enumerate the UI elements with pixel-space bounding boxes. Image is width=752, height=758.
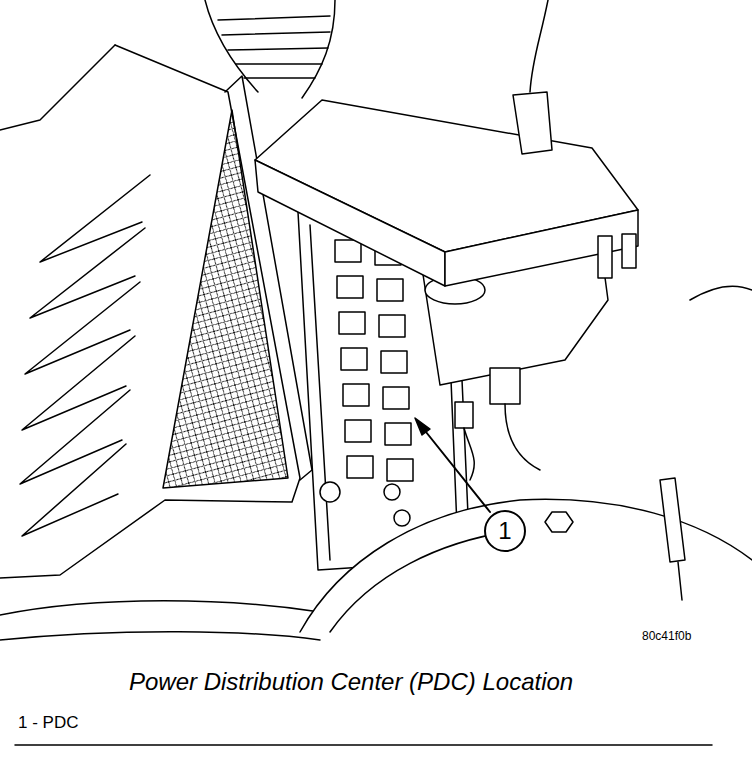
- relay: [337, 276, 363, 298]
- housing-fin: [20, 390, 130, 484]
- relay: [343, 384, 369, 406]
- ground-stud: [320, 482, 340, 502]
- connector: [455, 402, 473, 428]
- sensor: [660, 478, 685, 562]
- ground-stud: [384, 484, 400, 500]
- rule-line: [15, 744, 712, 746]
- housing-fin: [30, 228, 145, 318]
- relay: [383, 387, 409, 409]
- relay: [385, 423, 411, 445]
- cover-latch: [598, 236, 612, 278]
- relay: [387, 459, 413, 481]
- sensor-body: [513, 92, 552, 154]
- leader-arrowhead: [415, 418, 430, 435]
- body-edge: [0, 632, 320, 640]
- strut-tower: [300, 499, 752, 632]
- sensor-cable: [530, 0, 548, 92]
- figure-code: 80c41f0b: [640, 630, 693, 644]
- duct-rib: [218, 16, 330, 78]
- pdc-cover: [255, 160, 445, 286]
- body-edge: [0, 601, 320, 615]
- pdc-cover: [445, 210, 638, 286]
- housing-fin: [22, 336, 135, 430]
- strut-nut: [545, 512, 573, 532]
- cover-latch: [622, 234, 636, 268]
- relay: [339, 312, 365, 334]
- housing-fin: [25, 282, 140, 374]
- wire: [678, 562, 682, 600]
- relay: [377, 279, 403, 301]
- air-cleaner-housing: [0, 45, 300, 578]
- figure-caption: Power Distribution Center (PDC) Location: [127, 668, 575, 696]
- legend-key: 1 - PDC: [16, 713, 80, 733]
- housing-fin: [22, 444, 126, 536]
- housing-fin: [40, 175, 150, 262]
- callout-circle: 1: [484, 510, 526, 552]
- fender-edge: [690, 286, 752, 300]
- relay: [347, 456, 373, 478]
- relay-group: [335, 240, 413, 481]
- relay: [345, 420, 371, 442]
- ground-stud: [394, 510, 410, 526]
- relay: [381, 351, 407, 373]
- air-cleaner-housing: [0, 45, 115, 130]
- relay: [341, 348, 367, 370]
- connector: [490, 368, 520, 404]
- relay: [335, 240, 361, 262]
- wire: [464, 404, 540, 480]
- leader-line: [426, 432, 490, 512]
- relay: [379, 315, 405, 337]
- callout-number: 1: [498, 519, 511, 543]
